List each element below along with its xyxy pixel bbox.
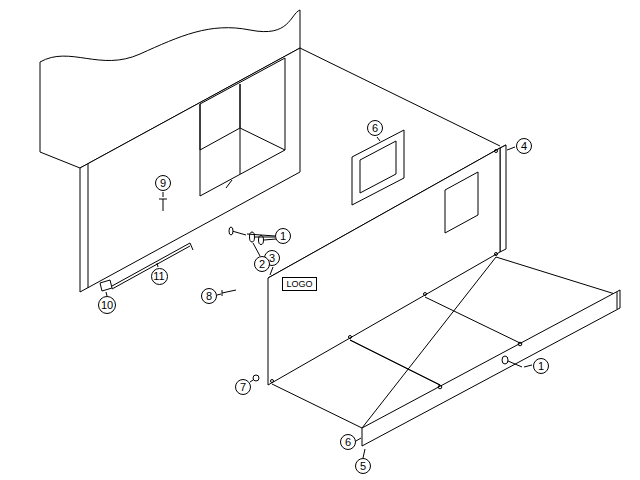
nut bbox=[253, 375, 259, 381]
callout-number: 9 bbox=[155, 175, 171, 191]
washer bbox=[502, 356, 508, 364]
callout-text: 7 bbox=[240, 382, 246, 393]
callout-number: 8 bbox=[201, 288, 217, 304]
cabinet-edge bbox=[88, 164, 89, 288]
callout-text: 6 bbox=[372, 123, 378, 134]
screw bbox=[159, 199, 167, 211]
gasket-inner bbox=[360, 141, 396, 193]
logo-plate: LOGO bbox=[282, 277, 317, 291]
rod bbox=[112, 243, 193, 289]
cabinet-opening bbox=[200, 58, 285, 196]
hinge bbox=[100, 280, 112, 291]
callout-number: 6 bbox=[367, 120, 383, 136]
callout-text: 2 bbox=[259, 259, 265, 270]
alignment-line bbox=[300, 48, 500, 146]
callout-text: 11 bbox=[153, 271, 164, 282]
callout-text: 1 bbox=[280, 231, 286, 242]
kick-plate-end bbox=[617, 292, 618, 309]
screw-head bbox=[229, 227, 233, 235]
callout-number: 1 bbox=[533, 358, 549, 374]
callout-number: 2 bbox=[254, 256, 270, 272]
callout-number: 5 bbox=[355, 458, 371, 474]
callout-number: 1 bbox=[275, 228, 291, 244]
logo-text: LOGO bbox=[286, 280, 312, 289]
opening-depth bbox=[200, 84, 285, 188]
callout-number: 7 bbox=[235, 379, 251, 395]
callout-text: 9 bbox=[160, 178, 166, 189]
callout-text: 8 bbox=[206, 291, 212, 302]
screw bbox=[508, 361, 522, 367]
screw bbox=[222, 290, 236, 296]
callout-text: 5 bbox=[360, 461, 366, 472]
washer bbox=[250, 232, 255, 242]
callout-text: 4 bbox=[521, 141, 527, 152]
holes bbox=[271, 150, 498, 383]
screw bbox=[232, 231, 246, 235]
callout-text: 6 bbox=[345, 437, 351, 448]
cabinet-front bbox=[80, 48, 300, 292]
callout-number: 10 bbox=[98, 296, 116, 314]
holes bbox=[438, 342, 522, 389]
gasket bbox=[352, 130, 404, 205]
callout-number: 6 bbox=[340, 434, 356, 450]
panel-window bbox=[445, 172, 478, 233]
kick-plate bbox=[362, 290, 620, 446]
callout-text: 1 bbox=[538, 361, 544, 372]
panel-side-edge bbox=[500, 145, 506, 252]
callout-text: 10 bbox=[101, 300, 113, 311]
callout-number: 11 bbox=[151, 268, 168, 285]
leader-line bbox=[106, 137, 532, 458]
callout-number: 4 bbox=[516, 138, 532, 154]
